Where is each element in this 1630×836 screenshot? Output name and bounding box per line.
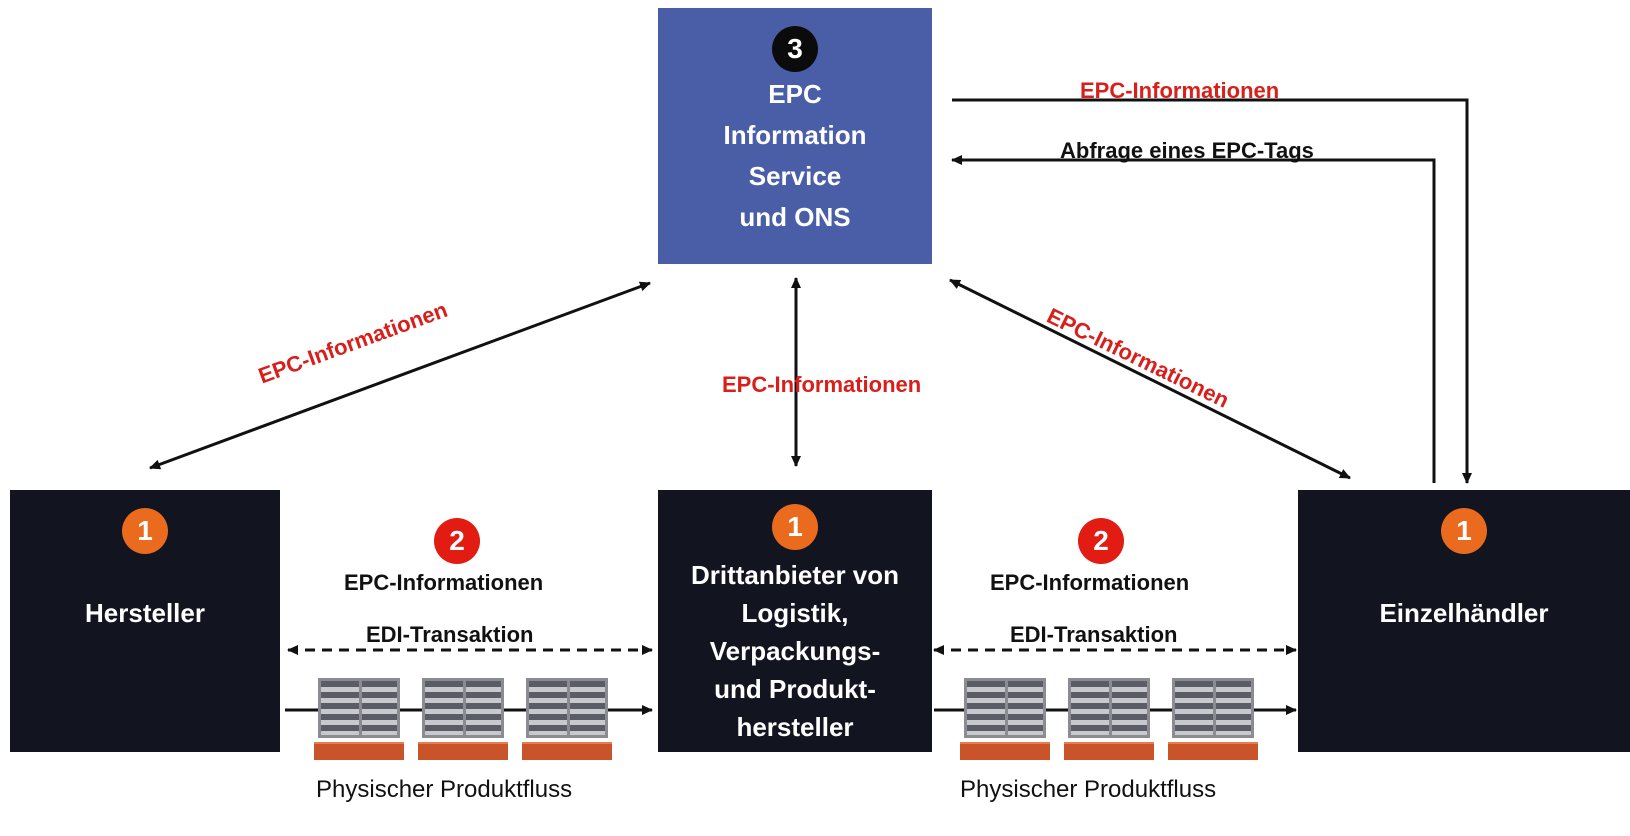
epc-info-out-arrow <box>952 98 1472 484</box>
diag-right-arrow <box>949 278 1351 480</box>
physical-flow-right-caption: Physischer Produktfluss <box>960 776 1217 803</box>
step-2-badge-left: 2 <box>434 518 480 564</box>
step-1-badge: 1 <box>1441 508 1487 554</box>
pallet-icon <box>1168 678 1258 760</box>
hersteller-box: 1 Hersteller <box>10 490 280 752</box>
pallet-icon <box>960 678 1050 760</box>
exchange-left-edi: EDI-Transaktion <box>366 622 534 647</box>
pallet-icon <box>418 678 508 760</box>
drittanbieter-title: Drittanbieter von Logistik, Verpackungs-… <box>690 560 900 742</box>
epc-information-service-box: 3 EPC Information Service und ONS <box>658 8 932 264</box>
epc-info-out-label: EPC-Informationen <box>1080 78 1280 103</box>
epc-query-arrow <box>951 155 1436 483</box>
center-box-title: EPC Information Service und ONS <box>723 79 867 232</box>
physical-flow-left-caption: Physischer Produktfluss <box>316 776 573 803</box>
exchange-right-info: EPC-Informationen <box>990 570 1190 595</box>
hersteller-title: Hersteller <box>85 598 205 628</box>
exchange-right-edi: EDI-Transaktion <box>1010 622 1178 647</box>
epc-query-label: Abfrage eines EPC-Tags <box>1060 138 1314 163</box>
step-2-badge-right: 2 <box>1078 518 1124 564</box>
pallet-icon <box>314 678 404 760</box>
einzelhaendler-box: 1 Einzelhändler <box>1298 490 1630 752</box>
drittanbieter-box: 1 Drittanbieter von Logistik, Verpackung… <box>658 490 932 752</box>
step-3-badge: 3 <box>772 26 818 72</box>
einzelhaendler-title: Einzelhändler <box>1379 598 1549 628</box>
pallet-icon <box>522 678 612 760</box>
diag-left-arrow <box>149 281 651 470</box>
exchange-left-info: EPC-Informationen <box>344 570 544 595</box>
pallet-icon <box>1064 678 1154 760</box>
step-1-badge: 1 <box>122 508 168 554</box>
vertical-label: EPC-Informationen <box>722 372 922 397</box>
step-1-badge: 1 <box>772 504 818 550</box>
